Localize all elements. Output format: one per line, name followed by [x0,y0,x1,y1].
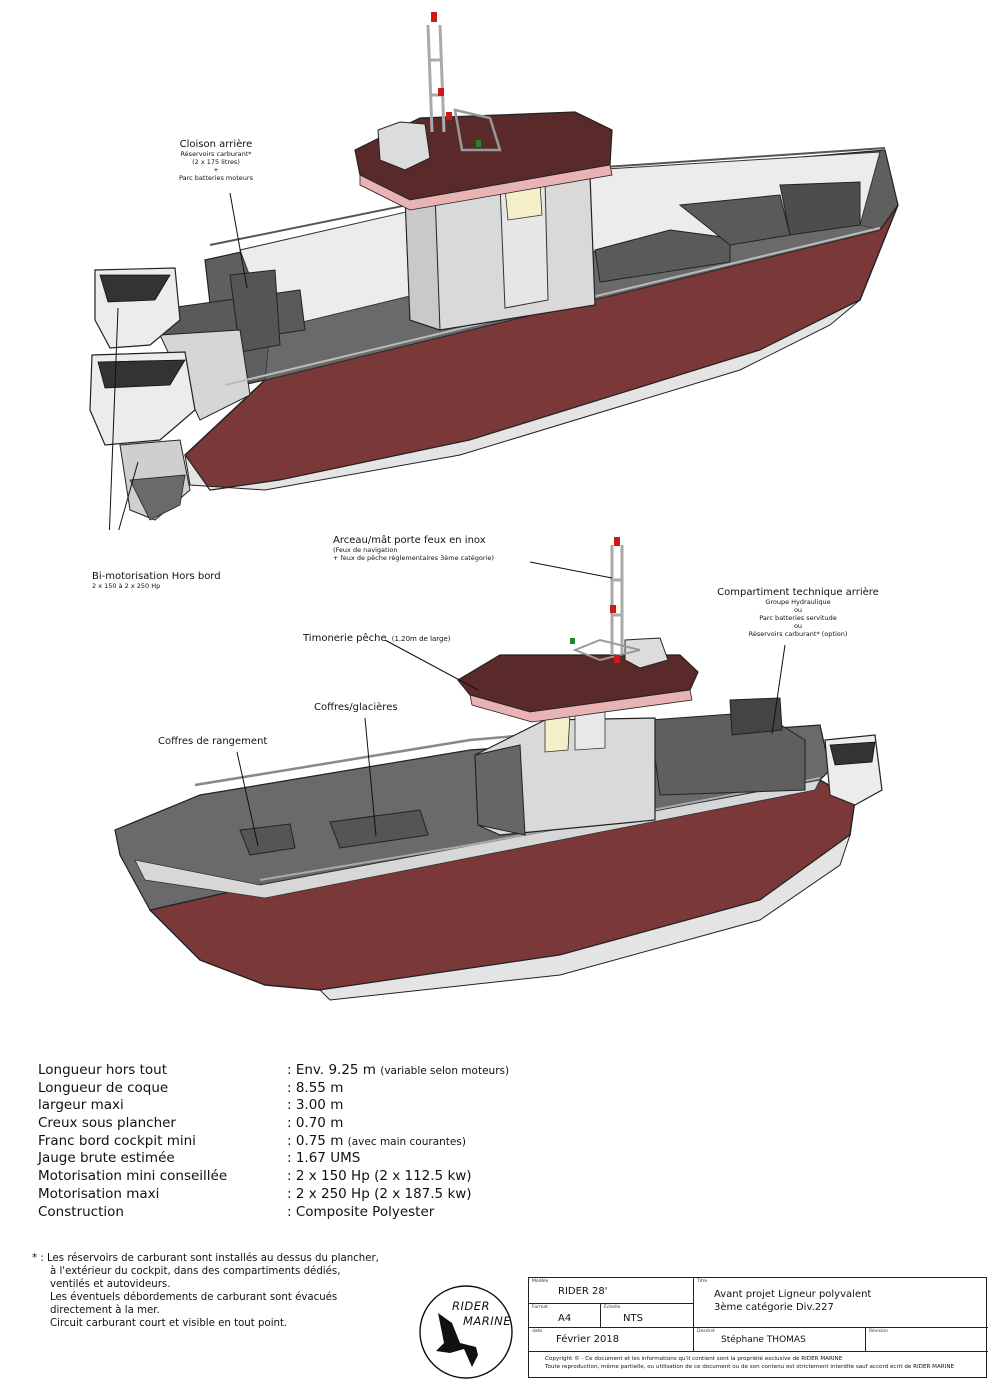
spec-row: Longueur de coque : 8.55 m [38,1080,558,1098]
caption-scale: Échelle [604,1305,621,1310]
annotation-line: ou [793,606,803,614]
caption-drawn: Dessiné [697,1329,715,1334]
cell-scale: Échelle NTS [601,1304,694,1328]
spec-row: Creux sous plancher : 0.70 m [38,1115,558,1133]
rider-marine-logo: RIDER MARINE [416,1283,516,1381]
spec-label: Franc bord cockpit mini [38,1132,196,1149]
annotation-line: Groupe Hydraulique [765,598,831,606]
title-block: Modèle RIDER 28' Titre Avant projet Lign… [528,1277,988,1378]
annotation-bi-motorisation: Bi-motorisation Hors bord 2 x 150 à 2 x … [92,571,221,590]
annotation-title: Timonerie pêche [303,633,387,644]
spec-row: Franc bord cockpit mini : 0.75 m (avec m… [38,1133,558,1151]
annotation-line: Réservoirs carburant* [180,150,252,158]
cell-revision: Révision [866,1328,988,1352]
format-value: A4 [558,1313,572,1324]
spec-row: Construction : Composite Polyester [38,1204,558,1222]
drawn-value: Stéphane THOMAS [721,1335,806,1345]
annotation-timonerie: Timonerie pêche (1.20m de large) [303,626,451,645]
annotation-title: Bi-motorisation Hors bord [92,571,221,582]
caption-revision: Révision [869,1329,888,1334]
spec-value: : Composite Polyester [287,1203,435,1220]
cell-drawn-by: Dessiné Stéphane THOMAS [694,1328,866,1352]
spec-note: (avec main courantes) [347,1135,466,1148]
caption-format: Format [532,1305,548,1310]
model-value: RIDER 28' [558,1286,608,1297]
spec-note: (variable selon moteurs) [380,1065,510,1077]
annotation-compartiment-technique: Compartiment technique arrière Groupe Hy… [708,587,888,638]
spec-label: largeur maxi [38,1097,124,1114]
annotation-note: (1.20m de large) [391,635,451,643]
title-line2: 3ème catégorie Div.227 [714,1302,834,1313]
spec-row: Jauge brute estimée : 1.67 UMS [38,1150,558,1168]
cell-title: Titre Avant projet Ligneur polyvalent 3è… [694,1278,988,1328]
fuel-footnote: * : Les réservoirs de carburant sont ins… [32,1252,412,1331]
footnote-line: Circuit carburant court et visible en to… [50,1318,288,1330]
logo-text-rider: RIDER [452,1299,490,1313]
footnote-line: Les éventuels débordements de carburant … [50,1292,338,1304]
annotation-title: Compartiment technique arrière [717,587,879,598]
boat-front-view-illustration [114,537,883,1001]
copyright-line: Toute reproduction, même partielle, ou u… [545,1364,955,1371]
annotation-line: Parc batteries moteurs [179,174,253,182]
spec-row: Motorisation mini conseillée : 2 x 150 H… [38,1168,558,1186]
footnote-line: * : Les réservoirs de carburant sont ins… [32,1253,379,1264]
spec-label: Motorisation mini conseillée [38,1168,228,1185]
spec-value: : 0.70 m [287,1115,344,1132]
spec-value: : Env. 9.25 m (variable selon moteurs) [287,1062,510,1078]
annotation-sub: 2 x 150 à 2 x 250 Hp [92,582,161,590]
cell-model: Modèle RIDER 28' [529,1278,694,1304]
footnote-line: ventilés et autovideurs. [50,1279,171,1291]
logo-text-marine: MARINE [463,1314,512,1328]
spec-value: : 0.75 m (avec main courantes) [287,1132,466,1149]
spec-row: Longueur hors tout : Env. 9.25 m (variab… [38,1062,558,1080]
annotation-line: (2 x 175 litres) [192,158,240,166]
caption-title: Titre [697,1279,708,1284]
footnote-line: directement à la mer. [50,1305,160,1317]
annotation-line: + [213,166,219,174]
annotation-line: Parc batteries servitude [759,614,837,622]
annotation-coffres-rangement: Coffres de rangement [158,736,267,747]
annotation-title: Coffres/glacières [314,702,398,713]
spec-value: : 8.55 m [287,1079,344,1096]
spec-label: Motorisation maxi [38,1185,160,1202]
spec-value: : 2 x 150 Hp (2 x 112.5 kw) [287,1168,472,1185]
title-line1: Avant projet Ligneur polyvalent [714,1289,872,1300]
spec-value: : 3.00 m [287,1097,344,1114]
footnote-line: à l'extérieur du cockpit, dans des compa… [50,1266,341,1278]
scale-value: NTS [623,1313,643,1324]
annotation-line: Réservoirs carburant* (option) [748,630,848,638]
date-value: Février 2018 [556,1334,620,1345]
annotation-title: Arceau/mât porte feux en inox [333,535,486,546]
logo-emblem-icon [419,1285,513,1379]
cell-format: Format A4 [529,1304,601,1328]
spec-row: Motorisation maxi : 2 x 250 Hp (2 x 187.… [38,1186,558,1204]
copyright-line: Copyright © - Ce document et les informa… [545,1356,843,1362]
cell-date: date Février 2018 [529,1328,694,1352]
spec-row: largeur maxi : 3.00 m [38,1097,558,1115]
annotation-coffres-glacieres: Coffres/glacières [314,702,398,713]
spec-label: Longueur de coque [38,1079,169,1096]
spec-value: : 1.67 UMS [287,1150,361,1167]
annotation-title: Coffres de rangement [158,736,268,747]
annotation-title: Cloison arrière [179,139,253,150]
annotation-arceau: Arceau/mât porte feux en inox (Feux de n… [333,535,494,562]
specifications-table: Longueur hors tout : Env. 9.25 m (variab… [38,1062,558,1221]
annotation-line: (Feux de navigation [333,546,398,554]
boat-rear-view-illustration [89,12,899,530]
spec-label: Construction [38,1203,124,1220]
annotation-cloison-arriere: Cloison arrière Réservoirs carburant* (2… [166,139,266,182]
spec-label: Longueur hors tout [38,1062,168,1078]
copyright-notice: Copyright © - Ce document et les informa… [545,1355,954,1372]
caption-date: date [532,1329,543,1334]
annotation-line: ou [793,622,803,630]
annotation-line: + feux de pêche règlementaires 3ème caté… [333,554,494,562]
caption-model: Modèle [532,1279,549,1284]
spec-label: Jauge brute estimée [38,1150,175,1167]
spec-value: : 2 x 250 Hp (2 x 187.5 kw) [287,1185,472,1202]
spec-label: Creux sous plancher [38,1115,176,1132]
